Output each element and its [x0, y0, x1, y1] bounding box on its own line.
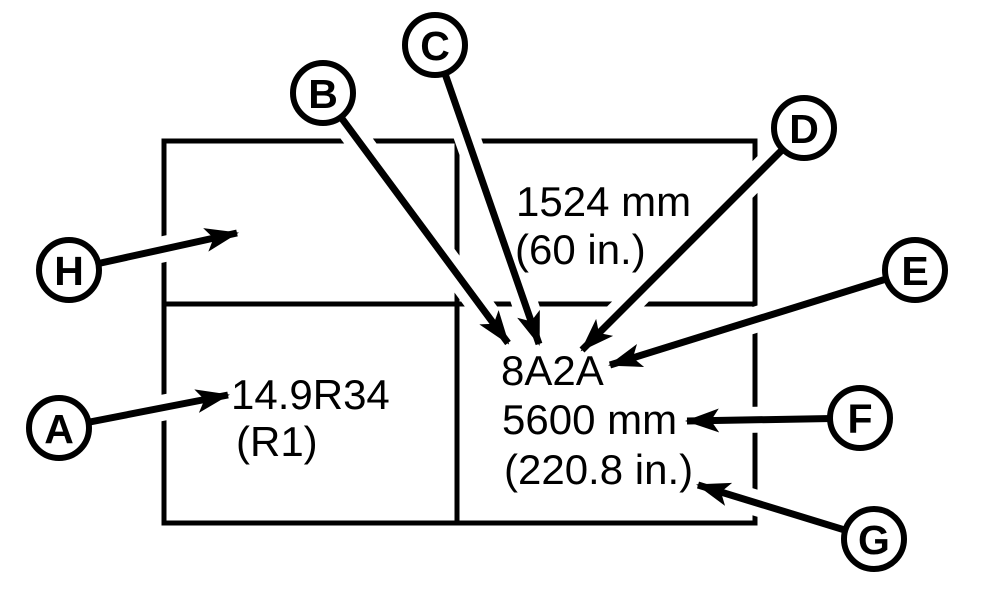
callout-circle-h — [36, 237, 102, 303]
leader-arrow-d — [579, 125, 807, 353]
callout-letter-c: C — [420, 23, 450, 69]
leader-arrow-b — [320, 90, 511, 346]
callout-circle-f — [827, 385, 893, 451]
callout-letter-e: E — [901, 248, 928, 294]
callout-circle-d — [771, 95, 837, 161]
bottom-right-code: 8A2A — [501, 347, 604, 394]
top-right-dimension-mm: 1524 mm — [516, 178, 691, 225]
bottom-left-tire-code: (R1) — [236, 418, 318, 465]
leader-arrow-c — [431, 43, 543, 346]
callout-circles — [26, 12, 948, 572]
bottom-left-tire-size: 14.9R34 — [231, 371, 390, 418]
top-right-dimension-in: (60 in.) — [515, 226, 646, 273]
callout-letter-g: G — [858, 517, 890, 563]
callout-circle-e — [882, 237, 948, 303]
callout-letter-f: F — [847, 396, 872, 442]
callout-letter-d: D — [789, 106, 819, 152]
callout-letter-a: A — [44, 406, 74, 452]
bottom-right-dimension-mm: 5600 mm — [502, 396, 677, 443]
callout-letters: A B C D E F G H — [44, 23, 928, 563]
callout-circle-c — [402, 12, 468, 78]
leader-arrow-e — [608, 266, 917, 369]
callout-letter-b: B — [308, 71, 338, 117]
dimension-texts: 1524 mm (60 in.) 14.9R34 (R1) 8A2A 5600 … — [231, 178, 693, 493]
callout-circle-a — [26, 395, 92, 461]
callout-letter-h: H — [54, 248, 84, 294]
callout-circle-b — [290, 60, 356, 126]
bottom-right-dimension-in: (220.8 in.) — [504, 446, 693, 493]
callout-circle-g — [841, 506, 907, 572]
